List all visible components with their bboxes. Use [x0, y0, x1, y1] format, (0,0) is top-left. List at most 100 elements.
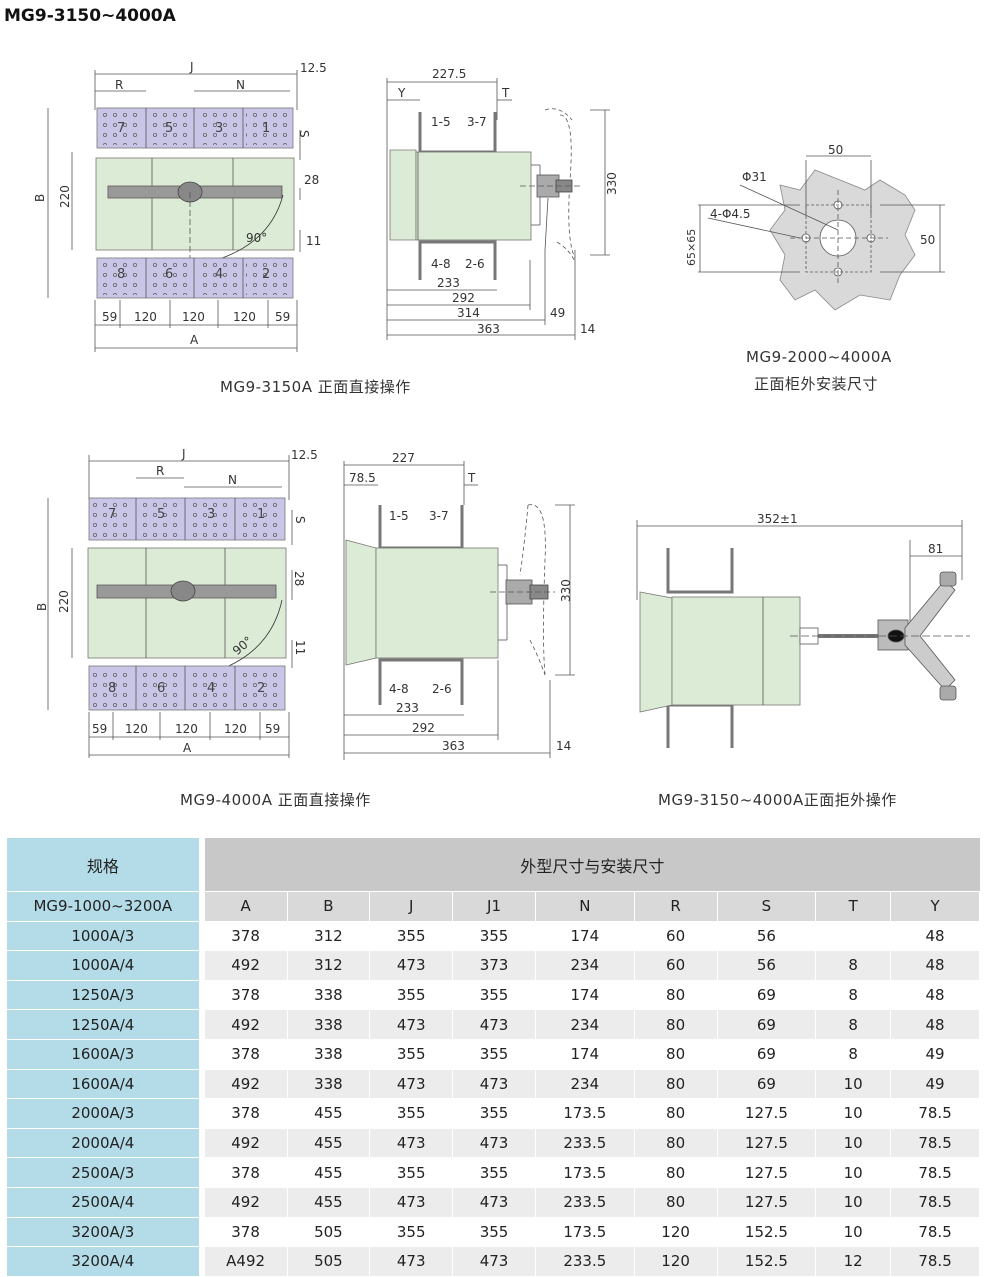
fig2-dim-233: 233 — [437, 276, 460, 290]
table-cell: 473 — [370, 1247, 454, 1277]
fig2-contact-2-6: 2-6 — [465, 257, 485, 271]
table-cell: 127.5 — [717, 1158, 817, 1188]
table-cell: 10 — [816, 1187, 892, 1218]
table-cell: 48 — [891, 921, 980, 952]
table-cell: 312 — [287, 921, 371, 952]
fig4-dim-28: 28 — [292, 571, 306, 586]
fig2-contact-1-5: 1-5 — [431, 115, 451, 129]
fig4-pole-top-3: 3 — [207, 507, 215, 522]
row-spec-label: 1250A/4 — [7, 1010, 205, 1040]
table-cell: 10 — [816, 1128, 892, 1159]
table-cell: 48 — [891, 1010, 980, 1040]
column-header-y: Y — [891, 892, 980, 922]
fig4-pole-bottom-3: 4 — [207, 681, 215, 696]
fig4-dim-bottom-3: 120 — [175, 722, 198, 736]
table-cell: 338 — [287, 1039, 371, 1070]
fig4-dim-bottom-4: 120 — [224, 722, 247, 736]
table-cell: 78.5 — [891, 1217, 980, 1248]
table-cell: 378 — [204, 980, 288, 1011]
table-cell: 8 — [816, 980, 892, 1011]
technical-drawings: J R N 12.5 S B 220 28 11 90° 7 5 3 1 8 6… — [33, 60, 970, 760]
fig4-dim-s: S — [293, 516, 307, 524]
table-cell: 80 — [634, 1158, 718, 1188]
fig2-dim-y: Y — [397, 86, 406, 100]
fig1-dim-bottom-4: 120 — [233, 310, 256, 324]
fig4-dim-bottom-5: 59 — [265, 722, 280, 736]
table-cell: 80 — [634, 1039, 718, 1070]
fig1-dim-j: J — [189, 60, 194, 74]
table-cell: 174 — [535, 921, 635, 952]
fig1-dim-bottom-1: 59 — [102, 310, 117, 324]
fig4-dim-j: J — [181, 447, 186, 461]
row-spec-label: 2000A/3 — [7, 1099, 205, 1129]
caption-fig3-line2: 正面柜外安装尺寸 — [754, 375, 879, 393]
table-cell: 355 — [453, 1217, 536, 1248]
fig2-dim-363: 363 — [477, 322, 500, 336]
table-cell: 8 — [816, 1039, 892, 1070]
table-cell: 78.5 — [891, 1247, 980, 1277]
table-cell: 78.5 — [891, 1128, 980, 1159]
table-cell: 378 — [204, 1039, 288, 1070]
caption-fig6: MG9-3150~4000A正面拒外操作 — [658, 791, 897, 809]
fig4-dim-a: A — [183, 741, 192, 755]
fig1-pole-bottom-2: 6 — [165, 267, 173, 282]
fig5-dim-330: 330 — [559, 579, 573, 602]
table-group-header: 外型尺寸与安装尺寸 — [204, 838, 980, 892]
fig1-dim-12-5: 12.5 — [300, 61, 327, 75]
fig1-pole-bottom-1: 8 — [117, 267, 125, 282]
fig2-dim-330: 330 — [605, 172, 619, 195]
table-cell: 505 — [287, 1217, 371, 1248]
table-cell: 10 — [816, 1217, 892, 1248]
column-header-t: T — [816, 892, 892, 922]
table-cell: 338 — [287, 1010, 371, 1040]
row-spec-label: 3200A/4 — [7, 1247, 205, 1277]
table-cell: 338 — [287, 980, 371, 1011]
fig4-dim-b: B — [35, 603, 49, 611]
table-cell: 355 — [370, 1099, 454, 1129]
row-spec-label: 2000A/4 — [7, 1128, 205, 1159]
fig1-pole-top-1: 7 — [117, 121, 125, 136]
fig4-dim-bottom-1: 59 — [92, 722, 107, 736]
table-cell: 234 — [535, 1069, 635, 1100]
table-cell: 378 — [204, 921, 288, 952]
fig4-pole-bottom-2: 6 — [157, 681, 165, 696]
fig5-dim-227: 227 — [392, 451, 415, 465]
fig6-dim-352: 352±1 — [757, 512, 798, 526]
fig4-dim-r: R — [156, 464, 164, 478]
fig3-dim-holes: 4-Φ4.5 — [710, 207, 751, 221]
table-cell: 473 — [370, 1010, 454, 1040]
fig1-dim-r: R — [115, 78, 123, 92]
column-header-a: A — [204, 892, 288, 922]
fig3-dim-phi31: Φ31 — [742, 170, 767, 184]
figure-side-view-4000a — [343, 461, 575, 760]
row-spec-label: 2500A/4 — [7, 1187, 205, 1218]
table-cell: 355 — [370, 921, 454, 952]
table-cell: 173.5 — [535, 1158, 635, 1188]
fig2-dim-49: 49 — [550, 306, 565, 320]
fig5-contact-2-6: 2-6 — [432, 682, 452, 696]
table-cell: 120 — [634, 1247, 718, 1277]
table-cell: 492 — [204, 1187, 288, 1218]
table-cell: 473 — [453, 1010, 536, 1040]
column-header-b: B — [287, 892, 371, 922]
table-cell: 173.5 — [535, 1217, 635, 1248]
table-cell: 373 — [453, 951, 536, 981]
table-cell: 455 — [287, 1099, 371, 1129]
dimension-table: 规格 外型尺寸与安装尺寸 MG9-1000~3200A A B J J1 N R… — [7, 838, 980, 1277]
fig4-dim-n: N — [228, 473, 237, 487]
table-cell: 455 — [287, 1128, 371, 1159]
fig1-pole-top-3: 3 — [215, 121, 223, 136]
table-cell: 492 — [204, 1010, 288, 1040]
figure-external-operation — [636, 520, 970, 748]
table-cell: 78.5 — [891, 1099, 980, 1129]
table-cell: 473 — [453, 1247, 536, 1277]
table-cell: 455 — [287, 1187, 371, 1218]
table-cell: 78.5 — [891, 1187, 980, 1218]
row-spec-label: 1000A/4 — [7, 951, 205, 981]
table-cell: 56 — [717, 921, 817, 952]
table-cell: 69 — [717, 1010, 817, 1040]
table-cell: 69 — [717, 1069, 817, 1100]
